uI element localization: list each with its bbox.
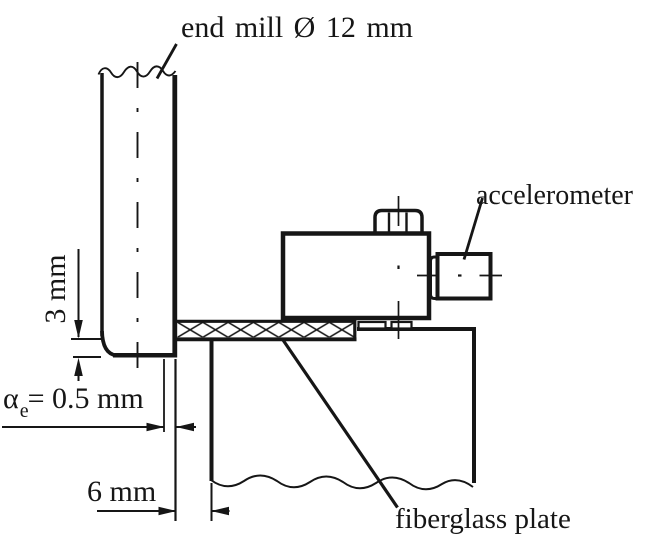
fiberglass-plate-leader: [281, 339, 399, 509]
dimension-overhang-6mm: [97, 483, 230, 521]
accelerometer-label: accelerometer: [476, 180, 633, 211]
alpha-symbol: α: [3, 382, 19, 415]
arrowhead-left: [176, 422, 194, 432]
radial-value: = 0.5 mm: [27, 382, 144, 415]
accelerometer-leader: [462, 197, 484, 260]
clamp-block-assembly-drawing: [280, 196, 502, 339]
arrowhead-up: [74, 357, 83, 376]
dimension-radial-ae: [2, 359, 196, 521]
clamp-shim-right: [390, 320, 413, 330]
leader-lines: [155, 43, 484, 509]
support-fixture-drawing: [209, 320, 476, 491]
fiberglass-plate-drawing: [176, 319, 357, 342]
arrowhead-right: [146, 422, 165, 432]
support-break-wavy-line: [210, 474, 474, 491]
bolt-hex-flats: [387, 212, 408, 233]
axial-depth-dimension-label: 3 mm: [39, 254, 72, 324]
radial-depth-dimension-label: αe= 0.5 mm: [3, 382, 144, 422]
fiberglass-plate-label: fiberglass plate: [395, 503, 571, 535]
clamp-shim-left: [357, 320, 387, 330]
end-mill-drawing: [97, 62, 178, 383]
alpha-subscript: e: [19, 400, 29, 422]
clamp-block: [280, 231, 432, 321]
arrowhead-down: [74, 320, 83, 339]
arrowhead-left: [211, 506, 229, 516]
overhang-dimension-label: 6 mm: [87, 475, 157, 508]
end-mill-leader: [155, 43, 178, 80]
dimension-axial-3mm: [71, 249, 102, 381]
arrowhead-right: [158, 506, 177, 516]
end-mill-label: end mill Ø 12 mm: [181, 11, 413, 44]
